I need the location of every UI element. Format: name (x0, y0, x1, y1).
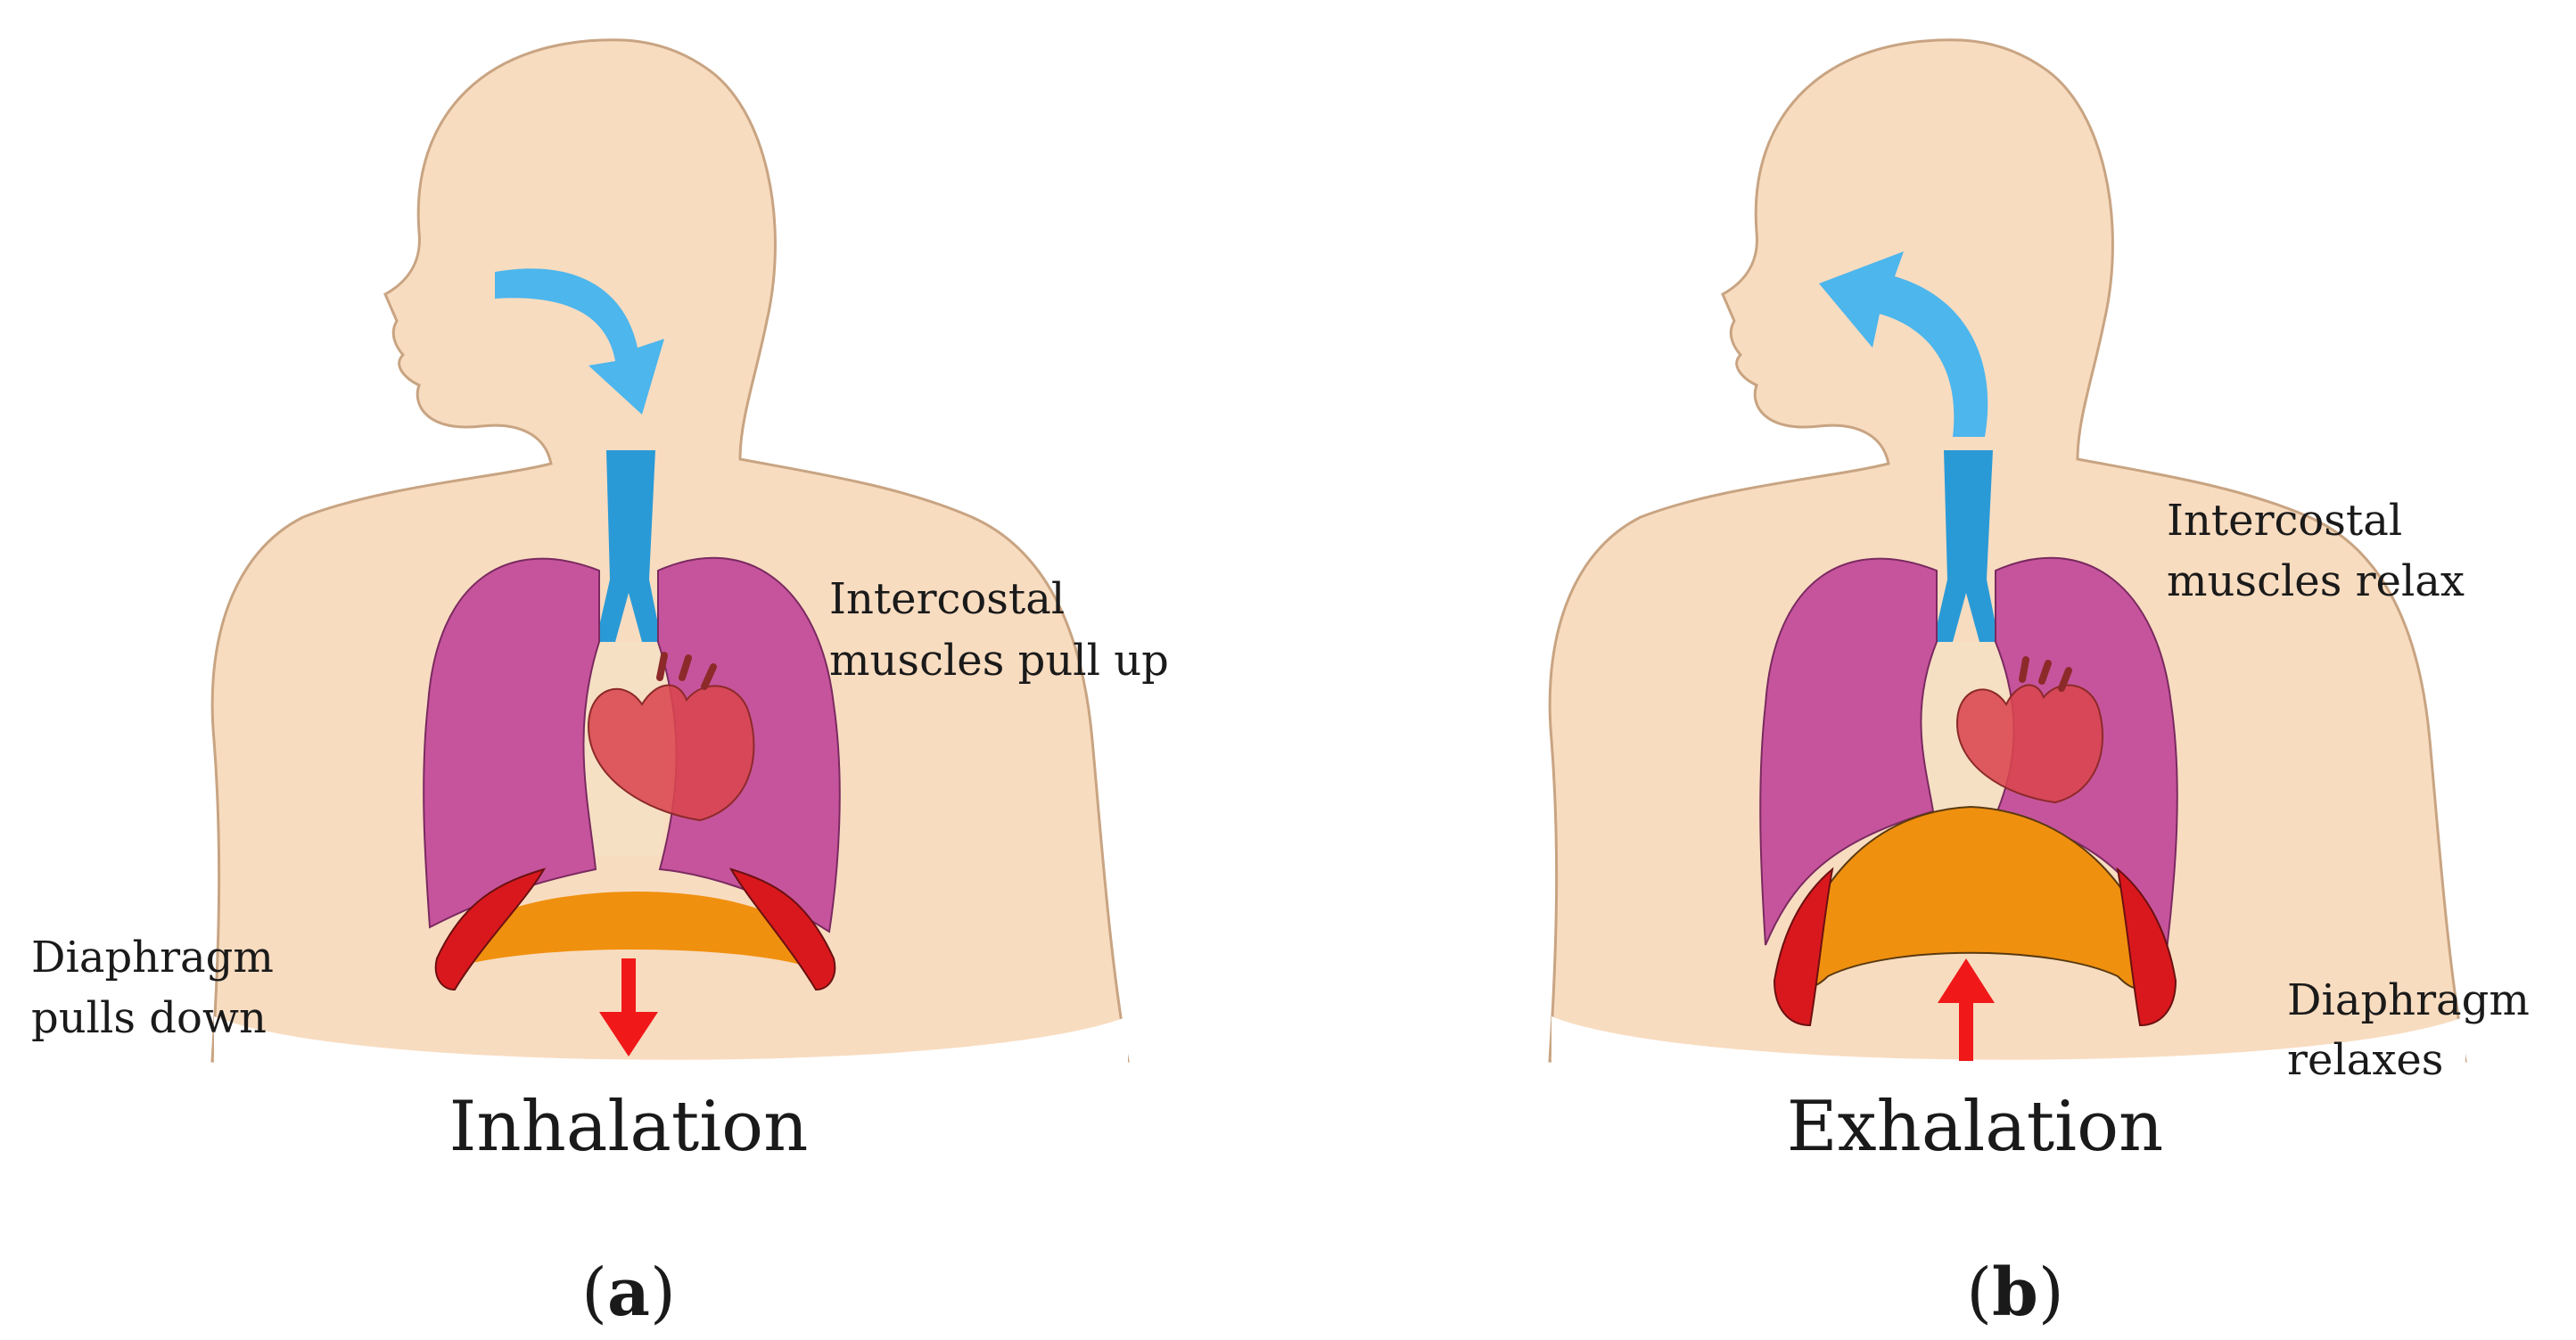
panel-title-exhalation: Exhalation (1787, 1087, 2164, 1167)
diaphragm-label-a-line2: pulls down (31, 993, 267, 1043)
intercostal-muscle-left (434, 867, 547, 991)
trachea (596, 450, 662, 642)
intercostal-muscle-left (1773, 867, 1834, 1027)
intercostal-label-a-line2: muscles pull up (829, 636, 1169, 686)
caption-a: (a) (581, 1254, 676, 1331)
diaphragm-label-b-line1: Diaphragm (2287, 975, 2530, 1025)
diaphragm-label-a-line1: Diaphragm (31, 933, 274, 982)
left-lung (423, 557, 600, 929)
heart-icon (587, 652, 755, 822)
panel-exhalation (1548, 38, 2467, 1070)
up-arrow-icon (1938, 958, 1995, 1061)
diaphragm (449, 891, 817, 965)
trachea (1933, 450, 1999, 642)
intercostal-label-b-line1: Intercostal (2167, 496, 2402, 546)
heart-icon (1955, 656, 2104, 804)
left-lung (1759, 557, 1938, 946)
air-outflow-arrow (1819, 251, 1988, 437)
panel-title-inhalation: Inhalation (449, 1087, 809, 1167)
caption-b: (b) (1966, 1254, 2064, 1331)
air-inflow-arrow (495, 268, 664, 415)
down-arrow-icon (599, 958, 658, 1056)
panel-inhalation (210, 38, 1130, 1070)
intercostal-muscle-right (2116, 867, 2177, 1027)
intercostal-label-a-line1: Intercostal (829, 574, 1065, 624)
intercostal-muscle-right (728, 867, 836, 991)
diaphragm-label-b-line2: relaxes (2287, 1035, 2443, 1085)
intercostal-label-b-line2: muscles relax (2167, 556, 2465, 606)
